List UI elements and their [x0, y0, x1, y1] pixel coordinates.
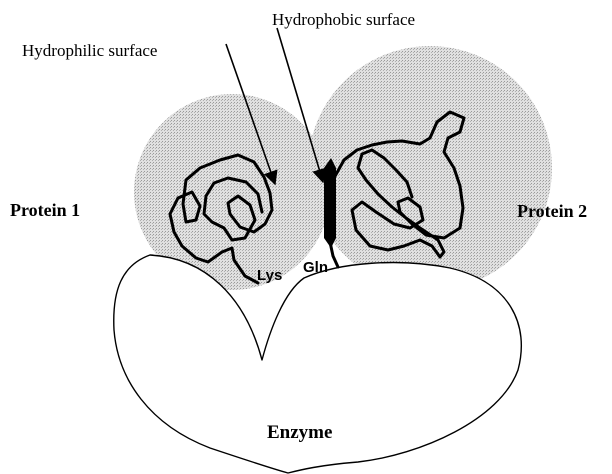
- hydrophobic-surface-label: Hydrophobic surface: [272, 10, 415, 29]
- hydrophobic-patch: [324, 158, 336, 248]
- enzyme-label: Enzyme: [267, 422, 332, 443]
- glutamine-residue-label: Gln: [303, 259, 328, 276]
- protein-2-halo: [308, 46, 552, 290]
- protein-2-label: Protein 2: [517, 201, 587, 221]
- hydrophilic-surface-label: Hydrophilic surface: [22, 41, 157, 60]
- lysine-residue-label: Lys: [257, 267, 282, 284]
- protein-1-label: Protein 1: [10, 200, 80, 220]
